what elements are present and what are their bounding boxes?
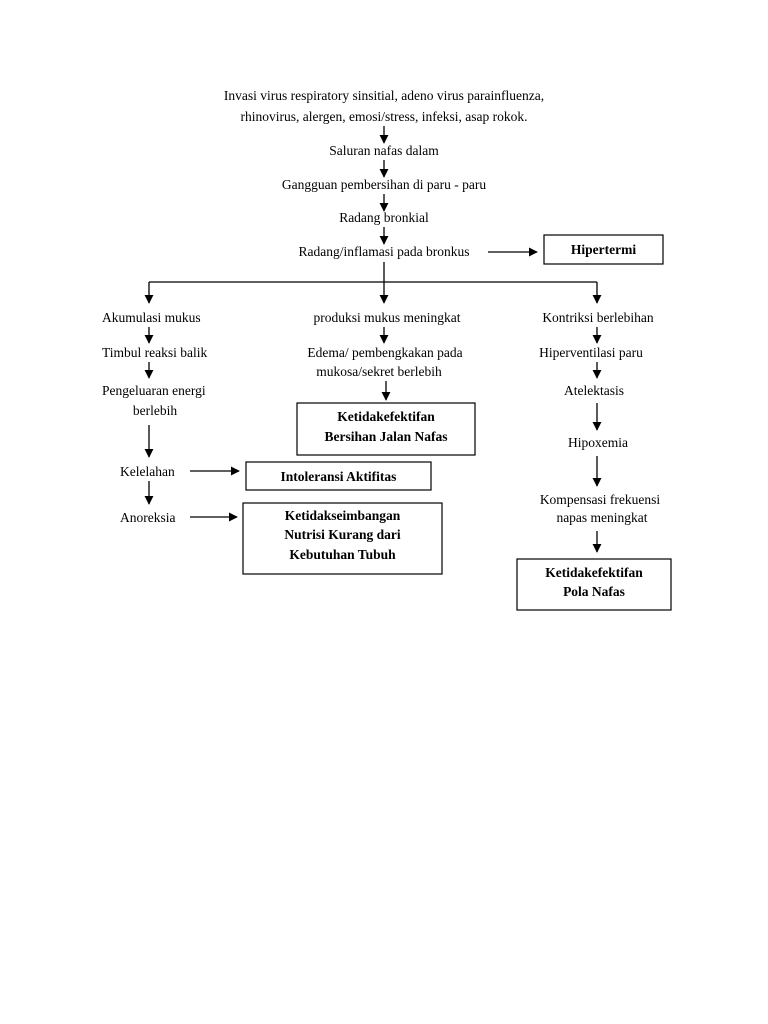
node-gangguan: Gangguan pembersihan di paru - paru	[282, 177, 487, 192]
diagnosis-bersihan-line2: Bersihan Jalan Nafas	[324, 429, 447, 444]
diagnosis-box-pola	[516, 558, 672, 611]
diagnosis-nutrisi-line2: Nutrisi Kurang dari	[284, 527, 401, 542]
node-radang-inflamasi: Radang/inflamasi pada bronkus	[299, 244, 470, 259]
node-kompensasi-line2: napas meningkat	[556, 510, 647, 525]
node-akumulasi: Akumulasi mukus	[102, 310, 201, 325]
node-kelelahan: Kelelahan	[120, 464, 175, 479]
diagnosis-bersihan-line1: Ketidakefektifan	[337, 409, 435, 424]
node-kontriksi: Kontriksi berlebihan	[542, 310, 654, 325]
node-produksi: produksi mukus meningkat	[314, 310, 461, 325]
node-anoreksia: Anoreksia	[120, 510, 175, 525]
diagnosis-pola-line2: Pola Nafas	[563, 584, 625, 599]
diagnosis-box-hipertermi	[543, 234, 664, 265]
node-radang-bronkial: Radang bronkial	[339, 210, 429, 225]
node-saluran: Saluran nafas dalam	[329, 143, 439, 158]
node-pengeluaran-line1: Pengeluaran energi	[102, 383, 206, 398]
diagnosis-nutrisi-line3: Kebutuhan Tubuh	[289, 547, 396, 562]
node-hipoxemia: Hipoxemia	[568, 435, 628, 450]
node-atelektasis: Atelektasis	[564, 383, 624, 398]
diagnosis-box-intoleransi	[245, 461, 432, 491]
diagnosis-box-nutrisi	[242, 502, 443, 575]
diagnosis-hipertermi: Hipertermi	[571, 242, 636, 257]
node-timbul: Timbul reaksi balik	[102, 345, 208, 360]
node-edema-line1: Edema/ pembengkakan pada	[307, 345, 462, 360]
diagnosis-nutrisi-line1: Ketidakseimbangan	[285, 508, 401, 523]
cause-text-line1: Invasi virus respiratory sinsitial, aden…	[224, 88, 544, 103]
diagnosis-box-bersihan	[296, 402, 476, 456]
cause-text-line2: rhinovirus, alergen, emosi/stress, infek…	[241, 109, 528, 124]
diagnosis-pola-line1: Ketidakefektifan	[545, 565, 643, 580]
node-edema-line2: mukosa/sekret berlebih	[316, 364, 442, 379]
node-pengeluaran-line2: berlebih	[133, 403, 177, 418]
diagnosis-intoleransi: Intoleransi Aktifitas	[281, 469, 397, 484]
node-kompensasi-line1: Kompensasi frekuensi	[540, 492, 661, 507]
node-hiperventilasi: Hiperventilasi paru	[539, 345, 643, 360]
